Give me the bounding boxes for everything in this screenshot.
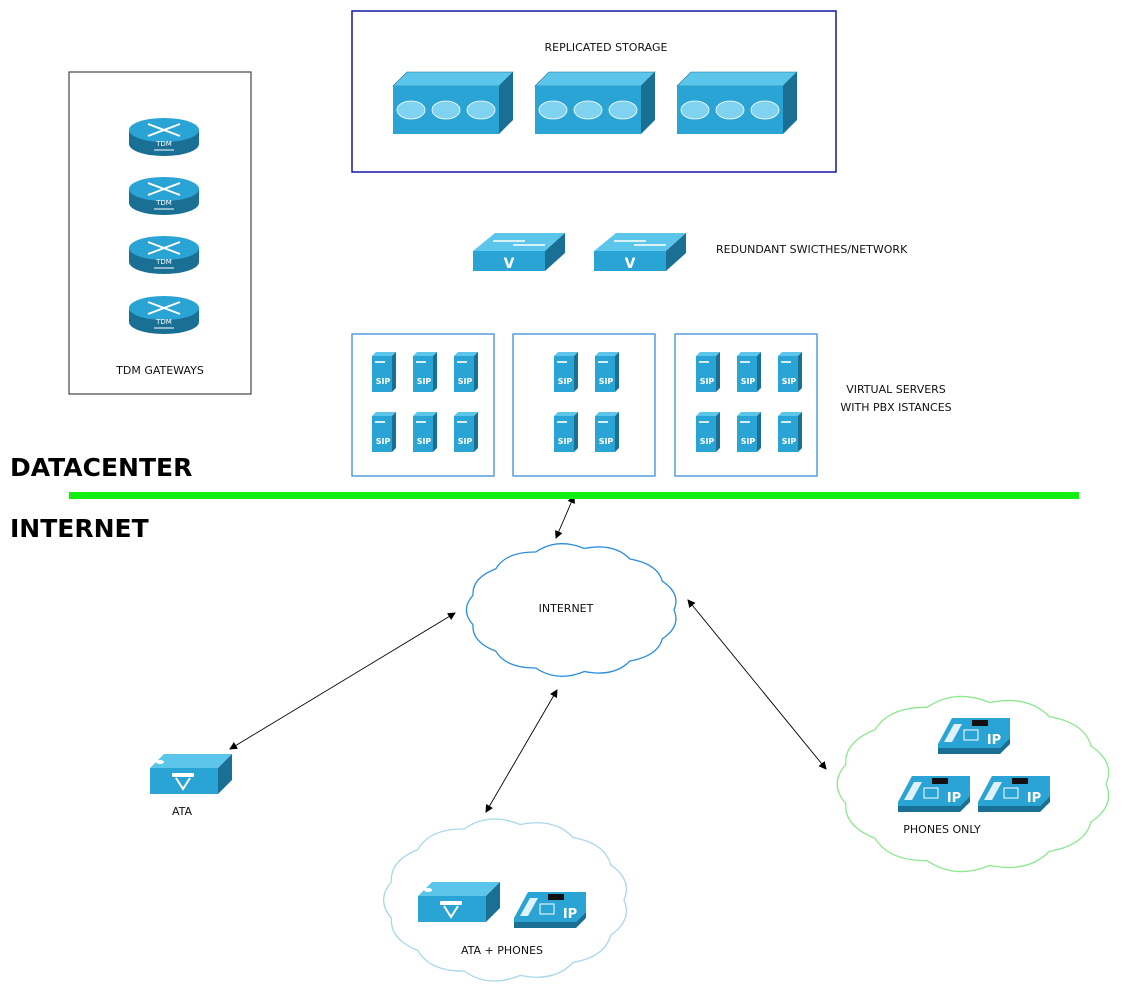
ip-phone-icon: IP <box>938 718 1010 754</box>
sip-server-icon: SIP <box>454 352 478 392</box>
server-sip-text: SIP <box>376 377 391 386</box>
ip-phone-icon: IP <box>898 776 970 812</box>
server-sip-text: SIP <box>599 377 614 386</box>
server-group-box-1 <box>351 333 495 477</box>
phones-only-label: PHONES ONLY <box>903 823 981 836</box>
internet-cloud <box>465 543 677 677</box>
ip-phone-icon: IP <box>978 776 1050 812</box>
server-sip-text: SIP <box>782 437 797 446</box>
server-sip-text: SIP <box>558 377 573 386</box>
server-sip-text: SIP <box>741 377 756 386</box>
zone-divider-line <box>69 492 1079 499</box>
storage-array-icon <box>676 71 798 134</box>
ata-adapter-icon <box>150 754 232 794</box>
ip-phone-icon: IP <box>514 892 586 928</box>
sip-server-icon: SIP <box>595 412 619 452</box>
ata-adapter-icon <box>418 882 500 922</box>
arrow-internet-ata <box>229 612 456 750</box>
switches-label: REDUNDANT SWICTHES/NETWORK <box>716 243 908 256</box>
sip-server-icon: SIP <box>554 352 578 392</box>
network-switch-icon: V <box>594 233 686 272</box>
server-sip-text: SIP <box>700 377 715 386</box>
internet-zone-label: INTERNET <box>10 514 149 543</box>
tdm-gateway-router-icon: TDM <box>129 177 199 215</box>
ata-phones-label: ATA + PHONES <box>461 944 543 957</box>
phone-ip-text: IP <box>947 791 961 806</box>
datacenter-zone-label: DATACENTER <box>10 453 192 482</box>
server-sip-text: SIP <box>376 437 391 446</box>
arrow-internet-ata-phones <box>485 689 558 813</box>
arrow-datacenter-internet <box>555 495 575 539</box>
phone-ip-text: IP <box>563 907 577 922</box>
gateways-box <box>68 71 252 395</box>
sip-server-icon: SIP <box>737 412 761 452</box>
phone-ip-text: IP <box>1027 791 1041 806</box>
arrow-internet-phones-only <box>687 599 827 770</box>
server-sip-text: SIP <box>741 437 756 446</box>
servers-label-line1: VIRTUAL SERVERS <box>846 383 946 396</box>
tdm-gateway-router-icon: TDM <box>129 296 199 334</box>
sip-server-icon: SIP <box>413 352 437 392</box>
server-group-box-2 <box>512 333 656 477</box>
sip-server-icon: SIP <box>696 412 720 452</box>
storage-array-icon <box>392 71 514 134</box>
internet-cloud-label: INTERNET <box>539 602 594 615</box>
server-sip-text: SIP <box>558 437 573 446</box>
sip-server-icon: SIP <box>454 412 478 452</box>
tdm-gateway-router-icon: TDM <box>129 118 199 156</box>
phones-only-cloud <box>836 695 1110 873</box>
server-sip-text: SIP <box>458 377 473 386</box>
server-sip-text: SIP <box>458 437 473 446</box>
server-sip-text: SIP <box>417 437 432 446</box>
storage-label: REPLICATED STORAGE <box>545 41 668 54</box>
phone-ip-text: IP <box>987 733 1001 748</box>
sip-server-icon: SIP <box>372 352 396 392</box>
storage-array-icon <box>534 71 656 134</box>
servers-label-line2: WITH PBX ISTANCES <box>840 401 951 414</box>
server-sip-text: SIP <box>417 377 432 386</box>
sip-server-icon: SIP <box>778 352 802 392</box>
sip-server-icon: SIP <box>696 352 720 392</box>
network-switch-icon: V <box>473 233 565 272</box>
server-sip-text: SIP <box>782 377 797 386</box>
gateway-tdm-text: TDM <box>155 318 172 326</box>
sip-server-icon: SIP <box>372 412 396 452</box>
gateways-label: TDM GATEWAYS <box>115 364 204 377</box>
storage-box <box>351 10 837 173</box>
switch-v-text: V <box>504 256 515 272</box>
gateway-tdm-text: TDM <box>155 199 172 207</box>
gateway-tdm-text: TDM <box>155 140 172 148</box>
ata-label: ATA <box>172 805 193 818</box>
switch-v-text: V <box>625 256 636 272</box>
server-sip-text: SIP <box>700 437 715 446</box>
ata-phones-cloud <box>383 818 628 982</box>
tdm-gateway-router-icon: TDM <box>129 236 199 274</box>
sip-server-icon: SIP <box>554 412 578 452</box>
server-sip-text: SIP <box>599 437 614 446</box>
sip-server-icon: SIP <box>778 412 802 452</box>
sip-server-icon: SIP <box>413 412 437 452</box>
sip-server-icon: SIP <box>737 352 761 392</box>
sip-server-icon: SIP <box>595 352 619 392</box>
server-group-box-3 <box>674 333 818 477</box>
gateway-tdm-text: TDM <box>155 258 172 266</box>
